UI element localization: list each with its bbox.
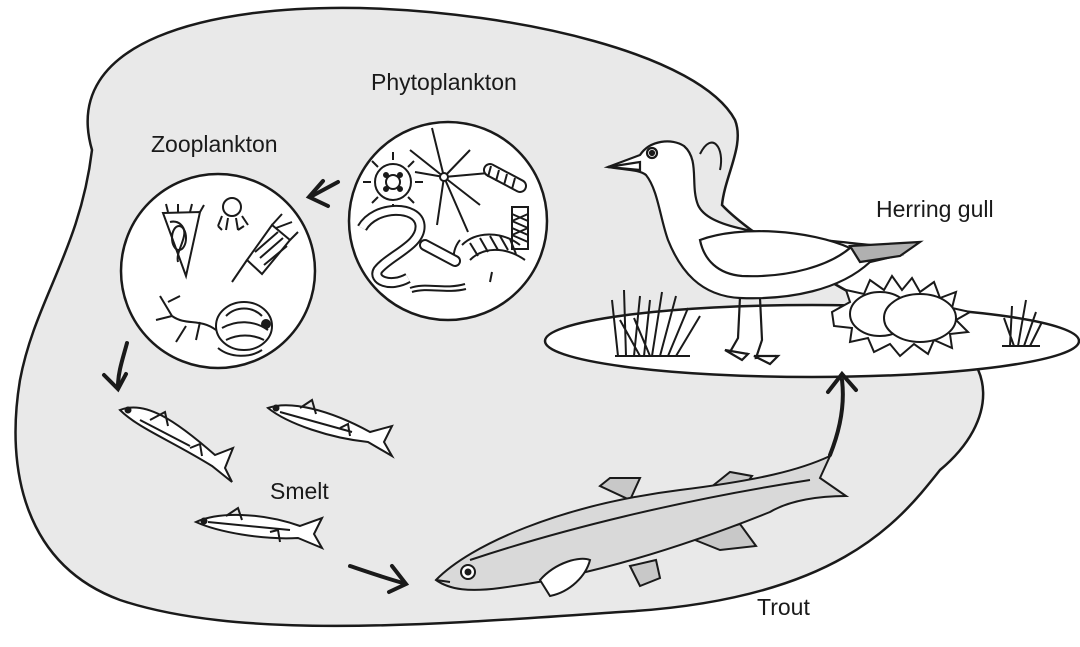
label-herring-gull: Herring gull [876,196,994,223]
label-zooplankton: Zooplankton [151,131,278,158]
phytoplankton-circle [349,122,547,320]
label-trout: Trout [757,594,810,621]
zooplankton-circle [121,174,315,368]
chain-diatom-icon [512,207,528,249]
label-phytoplankton: Phytoplankton [371,69,517,96]
label-smelt: Smelt [270,478,329,505]
